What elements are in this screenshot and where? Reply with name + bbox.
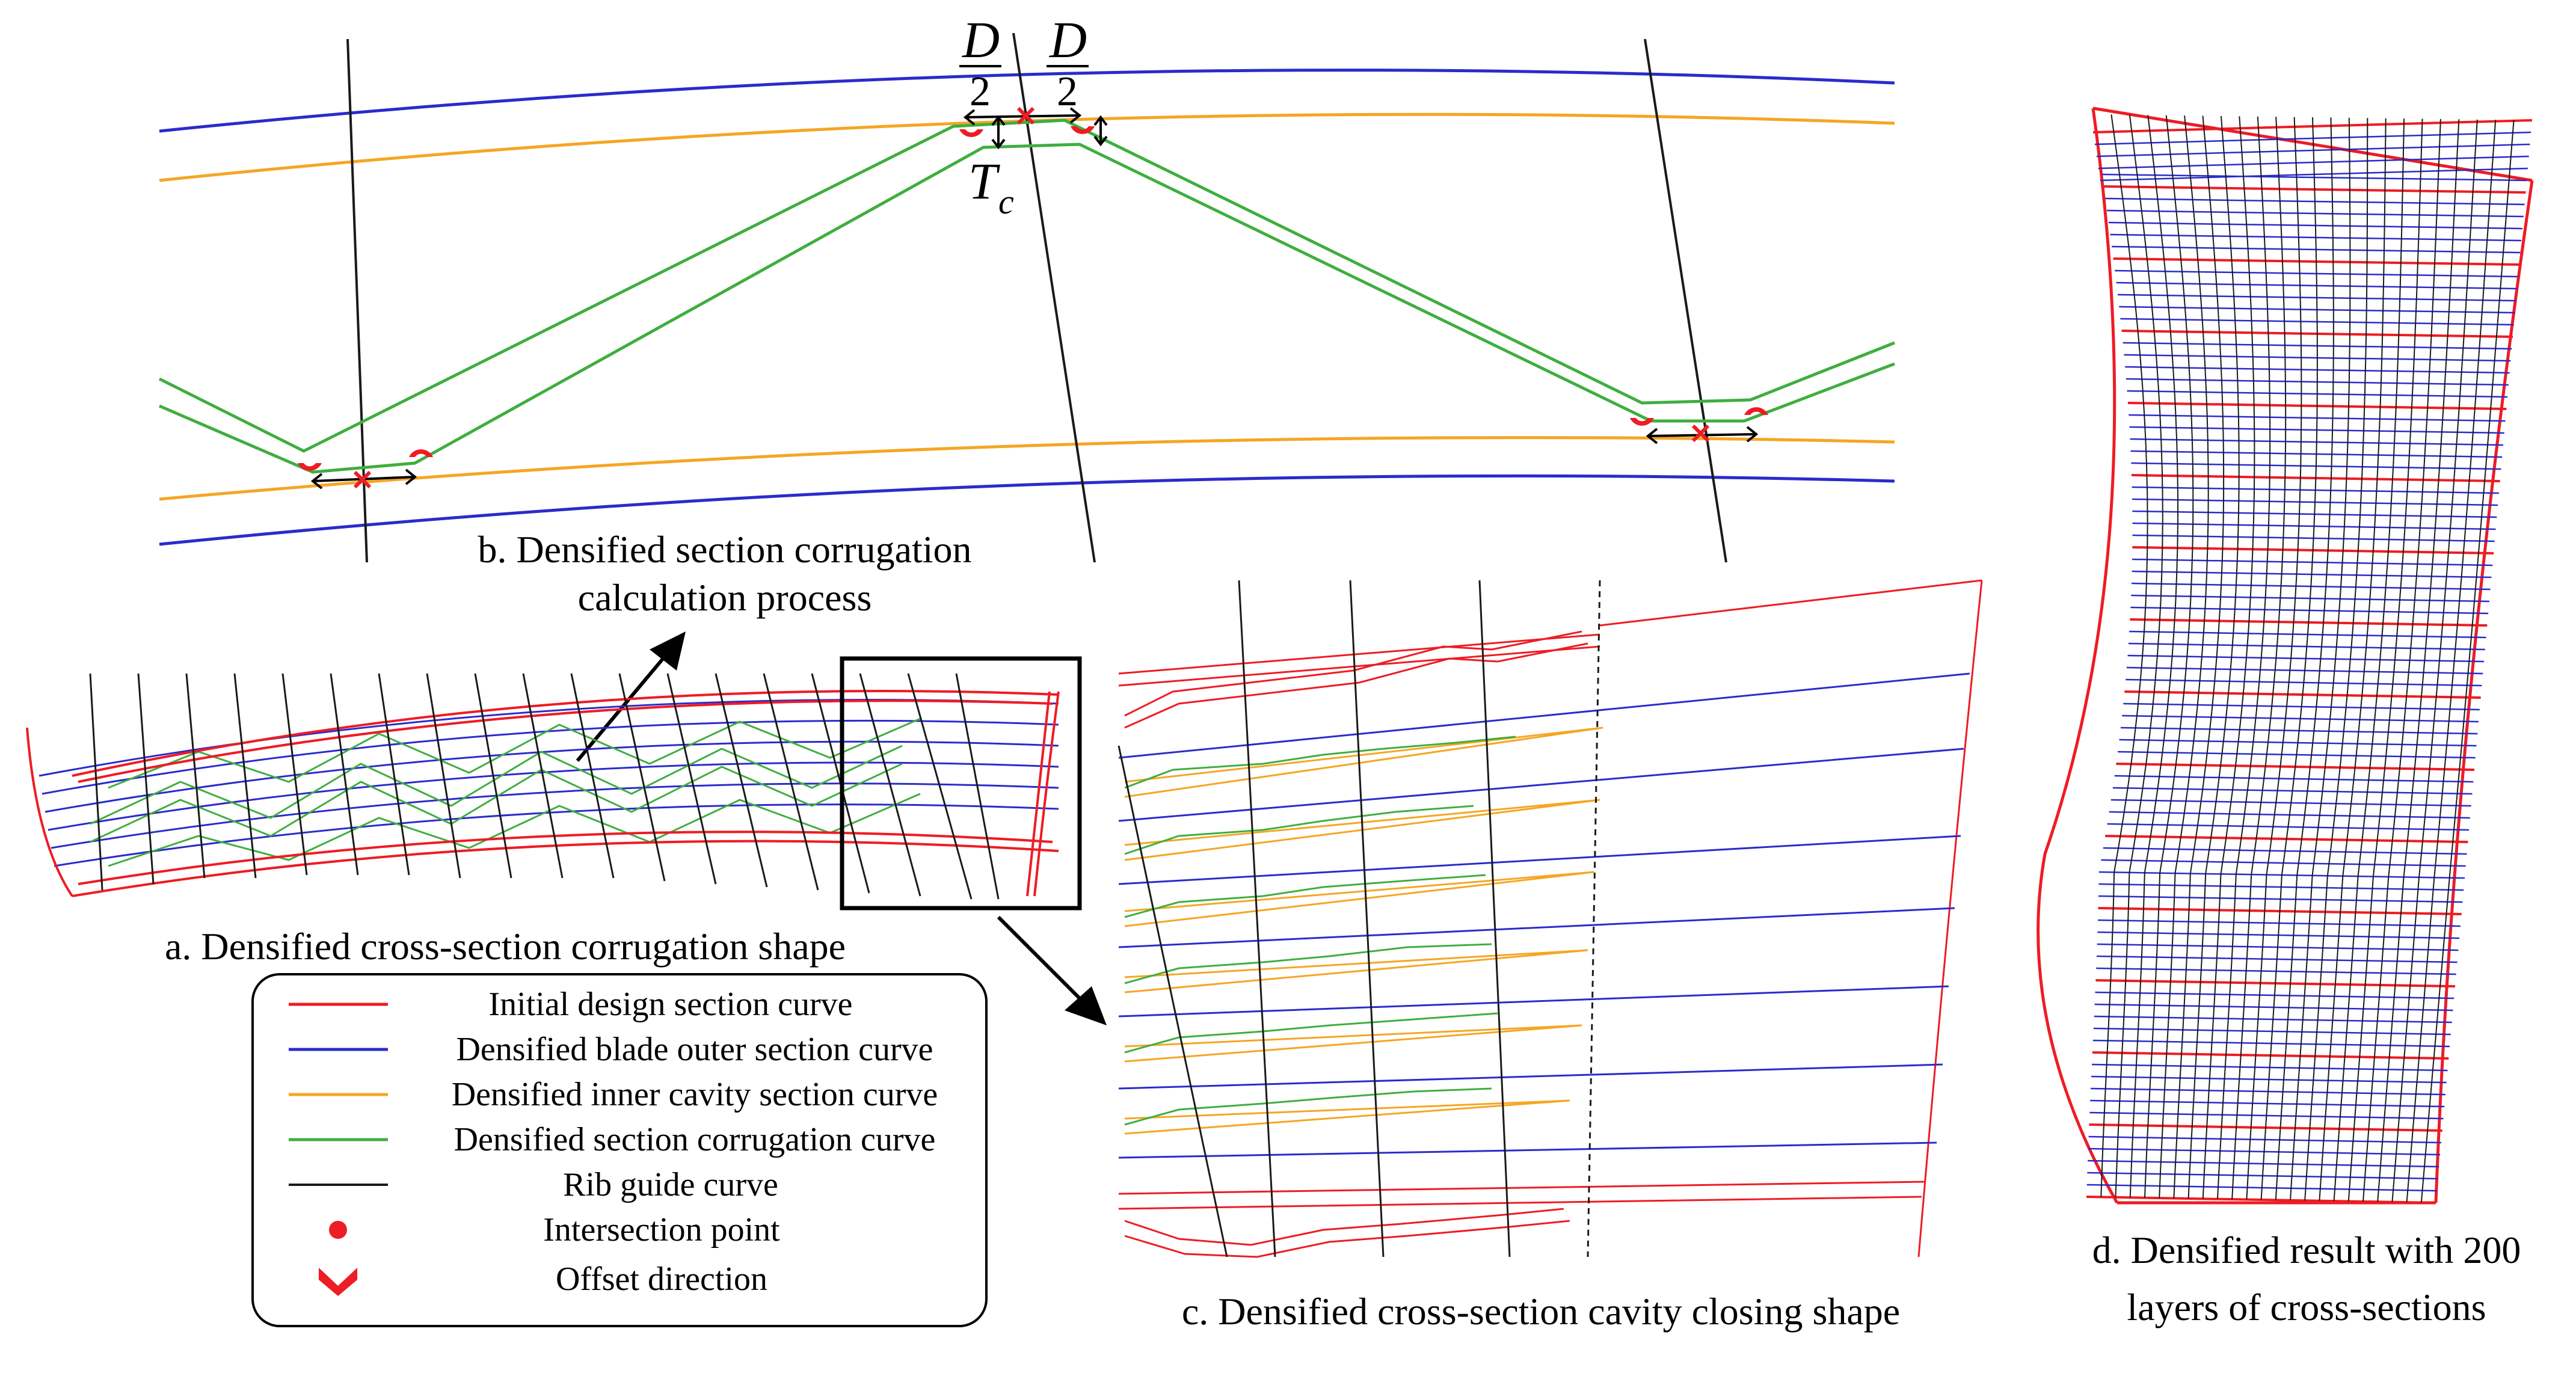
panel-d-caption-line-2: layers of cross-sections (2127, 1286, 2486, 1328)
legend-label-outer: Densified blade outer section curve (456, 1031, 933, 1068)
panel-a-rib-guides (89, 673, 1000, 900)
panel-d-rib-curve (2246, 117, 2302, 1200)
panel-b-caption-line-2: calculation process (578, 576, 872, 619)
panel-d-rib-curve (2173, 115, 2225, 1199)
panel-d-rib-curve (2217, 116, 2271, 1199)
panel-d-densified-result: d. Densified result with 200 layers of c… (2037, 106, 2534, 1328)
rib-guide-line-1 (346, 38, 368, 563)
panel-a-corrugation-shape: a. Densified cross-section corrugation s… (26, 656, 1082, 968)
panel-d-rib-curve (2187, 115, 2240, 1199)
offset-direction-markers (298, 126, 1768, 471)
label-d-right: D (1049, 11, 1087, 69)
panel-d-rib-curve (2144, 115, 2194, 1198)
label-t-subscript: c (998, 182, 1014, 221)
panel-c-green-corrugations (1124, 736, 1516, 1126)
panel-b-caption-line-1: b. Densified section corrugation (478, 528, 971, 571)
panel-d-rib-curve (2333, 118, 2405, 1202)
panel-d-rib-curve (2377, 119, 2460, 1202)
panel-d-outline-left (2037, 108, 2119, 1204)
panel-d-rib-curve (2231, 117, 2287, 1200)
panel-d-rib-curve (2347, 118, 2423, 1202)
panel-a-trailing-edge (1026, 691, 1060, 897)
panel-d-rib-curve (2115, 114, 2163, 1197)
panel-c-blue-lines (1118, 672, 1970, 1159)
panel-b-corrugation-calculation: D 2 D 2 T c b. Densified section corruga… (158, 11, 1895, 619)
panel-a-initial-curve-bottom (72, 831, 1059, 897)
panel-c-red-top (1118, 579, 1983, 1258)
pointer-arrow-a-to-b (576, 631, 686, 762)
panel-d-caption-line-1: d. Densified result with 200 (2092, 1229, 2521, 1271)
dimension-arrows (310, 107, 1759, 490)
panel-d-section-lines (2086, 119, 2533, 1204)
panel-d-rib-curve (2420, 120, 2515, 1203)
legend-label-offset: Offset direction (556, 1261, 767, 1298)
panel-d-rib-curve (2406, 120, 2497, 1203)
panel-d-outline-right (2434, 180, 2534, 1203)
label-2-left: 2 (970, 69, 991, 115)
panel-d-rib-curve (2202, 116, 2255, 1199)
panel-a-initial-curve-top (26, 690, 1059, 897)
panel-d-rib-curve (2319, 118, 2387, 1201)
outer-section-curve-top (159, 69, 1895, 133)
panel-c-caption: c. Densified cross-section cavity closin… (1182, 1290, 1900, 1333)
label-2-right: 2 (1057, 69, 1078, 115)
inner-cavity-curve-bottom (159, 436, 1895, 501)
panel-d-rib-curve (2275, 117, 2334, 1200)
legend: Initial design section curve Densified b… (251, 973, 988, 1327)
legend-label-intersection: Intersection point (543, 1211, 780, 1248)
panel-d-rib-curve (2391, 119, 2478, 1202)
panel-c-cavity-closing: c. Densified cross-section cavity closin… (1117, 579, 1983, 1333)
pointer-arrow-box-to-c (997, 915, 1107, 1025)
legend-label-rib: Rib guide curve (563, 1166, 778, 1203)
panel-d-rib-curve (2290, 117, 2351, 1200)
outer-section-curve-bottom (159, 474, 1895, 546)
legend-icon-red-chevron (319, 1268, 357, 1296)
panel-d-rib-curve (2260, 117, 2318, 1200)
panel-a-caption: a. Densified cross-section corrugation s… (165, 925, 846, 968)
panel-d-rib-curve (2129, 115, 2178, 1198)
rib-guide-line-3 (1644, 38, 1727, 563)
panel-c-rib-guides (1117, 580, 1601, 1258)
legend-label-initial: Initial design section curve (489, 986, 853, 1023)
intersection-point-markers (353, 106, 1710, 489)
panel-d-rib-curve (2159, 115, 2209, 1199)
legend-box (251, 973, 988, 1327)
panel-d-rib-curve (2304, 118, 2369, 1201)
label-t: T (968, 152, 1000, 210)
panel-d-rib-curve (2100, 114, 2148, 1197)
legend-icon-red-dot (329, 1221, 347, 1239)
legend-label-inner: Densified inner cavity section curve (452, 1076, 938, 1113)
panel-d-rib-curve (2362, 118, 2441, 1202)
label-d-left: D (962, 11, 1000, 69)
panel-c-orange-cavities (1124, 726, 1603, 1135)
legend-label-corrugation: Densified section corrugation curve (454, 1121, 936, 1158)
corrugation-curve-lower (159, 143, 1895, 474)
zoom-box (840, 656, 1082, 911)
panel-c-red-bottom (1118, 1181, 1925, 1258)
panel-d-rib-lines (2100, 114, 2515, 1203)
corrugation-curve-upper (158, 118, 1895, 453)
